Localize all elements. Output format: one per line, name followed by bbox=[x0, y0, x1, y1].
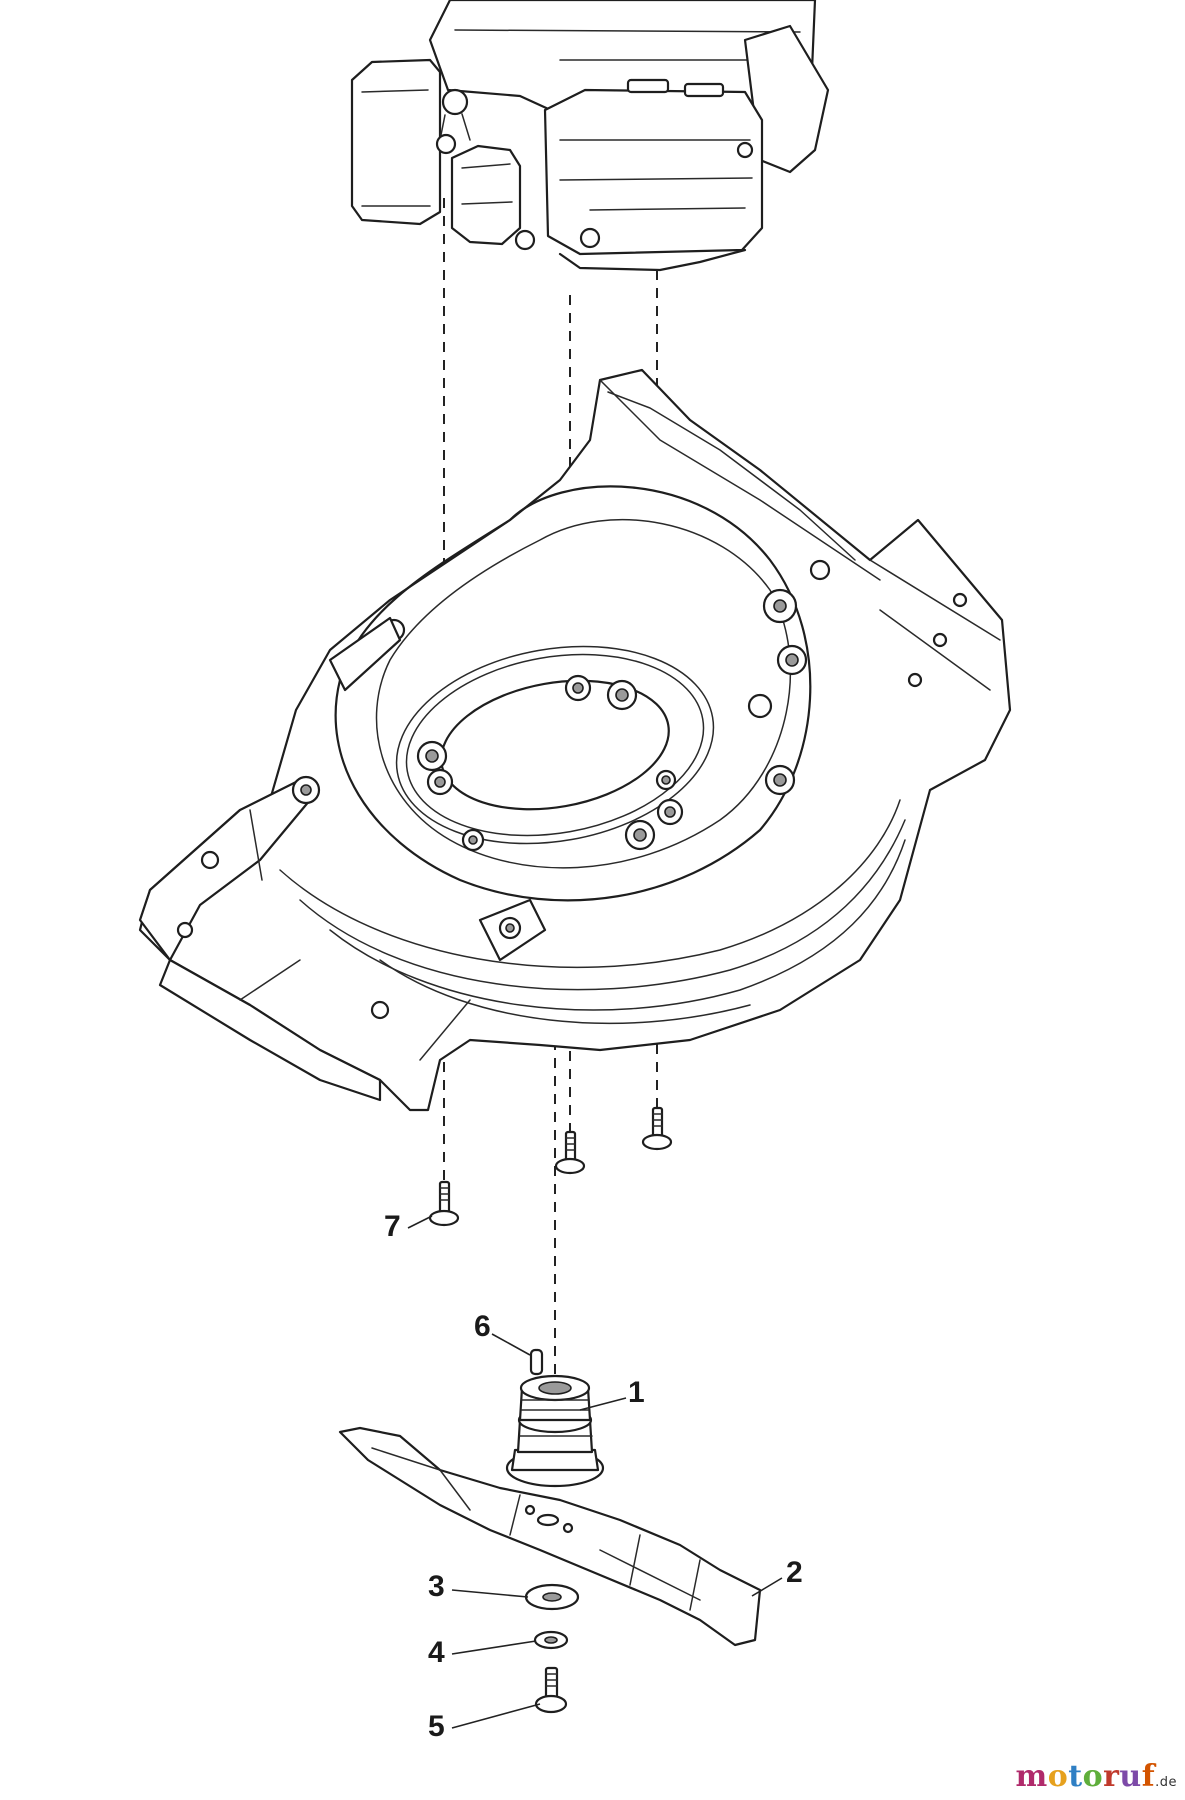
watermark-letter: o bbox=[1082, 1759, 1104, 1794]
callout-2: 2 bbox=[786, 1556, 803, 1589]
callout-1: 1 bbox=[628, 1376, 645, 1409]
watermark-letter: o bbox=[1047, 1759, 1069, 1794]
watermark-letter: m bbox=[1015, 1759, 1048, 1794]
woodruff-key bbox=[529, 1348, 544, 1376]
washer bbox=[524, 1583, 580, 1611]
callout-3: 3 bbox=[428, 1570, 445, 1603]
deck-bolt bbox=[428, 1180, 460, 1227]
callout-leaders bbox=[407, 1215, 783, 1729]
blade-adapter bbox=[505, 1374, 605, 1488]
mower-blade bbox=[338, 1426, 762, 1647]
callout-6: 6 bbox=[474, 1310, 491, 1343]
callout-4: 4 bbox=[428, 1636, 445, 1669]
watermark-letter: u bbox=[1119, 1759, 1142, 1794]
callout-5: 5 bbox=[428, 1710, 445, 1743]
lock-washer bbox=[533, 1630, 569, 1650]
engine bbox=[350, 0, 830, 272]
watermark-logo: motoruf.de bbox=[1015, 1759, 1177, 1794]
blade-bolt bbox=[534, 1666, 568, 1714]
watermark-letter: r bbox=[1103, 1759, 1120, 1794]
callout-numbers: 1 2 3 4 5 6 7 bbox=[384, 1210, 803, 1743]
mower-deck bbox=[138, 368, 1012, 1112]
watermark-suffix: .de bbox=[1155, 1775, 1177, 1790]
deck-bolt bbox=[641, 1106, 673, 1151]
deck-bolt bbox=[554, 1130, 586, 1175]
callout-7: 7 bbox=[384, 1210, 401, 1243]
watermark-letter: f bbox=[1141, 1759, 1156, 1794]
watermark-letter: t bbox=[1068, 1759, 1083, 1794]
